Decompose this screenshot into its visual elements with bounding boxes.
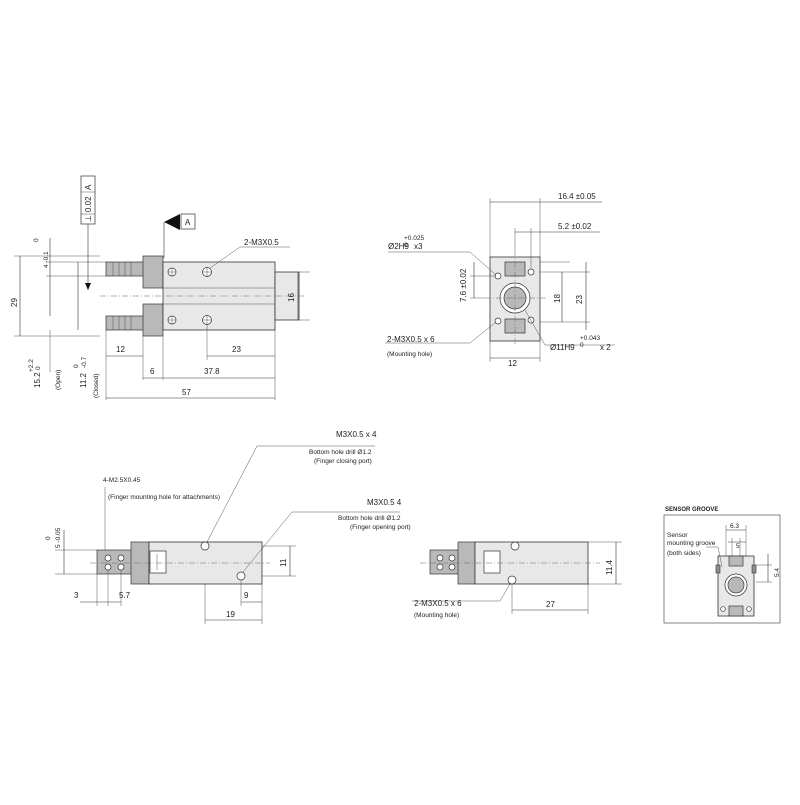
pin-tol: +0.025 [404,235,424,242]
closed-tol-lower: -0.7 [81,356,88,368]
mid-mount-hole [507,575,517,585]
upper-finger [105,261,147,277]
opening-drill: Bottom hole drill Ø1.2 [338,515,401,522]
opening-label: (Finger opening port) [350,524,411,531]
top-left-view: A ⊥ 0.02 A [10,175,310,400]
dim-18: 18 [553,294,562,303]
tolerance-datum: A [84,184,93,190]
perpendicular-symbol: ⊥ [84,215,93,222]
dim-16: 16 [287,293,296,302]
open-tol: +2.2 [28,359,35,372]
bottom-mid-view: 11.4 27 2-M3X0.5 x 6 (Mounting hole) [412,541,622,619]
datum-letter: A [185,218,191,227]
closing-port [200,541,210,551]
finger-thread: 4-M2.5X0.45 [103,477,141,484]
bore-tol-lower: 0 [580,342,584,349]
opening-port [236,571,246,581]
dim-57: 57 [182,388,191,397]
sensor-groove-panel: SENSOR GROOVE Sensor mounting groove (bo… [663,507,781,624]
upper-jaw [142,255,164,289]
mount-label: (Mounting hole) [387,351,432,358]
open-value: 15.2 [33,372,42,388]
dim-11-4: 11.4 [605,559,614,575]
closing-thread: M3X0.5 x 4 [336,430,377,439]
dim-5-2: 5.2 ±0.02 [558,222,592,231]
dim-12-end: 12 [508,359,517,368]
open-tol-lower: 0 [35,366,42,370]
dim-9: 9 [244,591,249,600]
dim-5: 5 [736,543,740,550]
dim-16-4: 16.4 ±0.05 [558,192,596,201]
dim-11: 11 [279,558,288,567]
sensor-title: SENSOR GROOVE [665,507,718,513]
sensor-label-3: (both sides) [667,550,701,557]
finger-bar [96,549,136,575]
open-label: (Open) [55,370,62,390]
tolerance-value: 0.02 [84,196,93,212]
datum-box [180,213,196,230]
side-tol-upper: 0 [45,536,52,540]
pin-tol-lower: 0 [404,242,408,249]
datum-triangle [164,214,180,230]
mount-thread: 2-M3X0.5 x 6 [387,335,435,344]
closed-tol: 0 [73,364,80,368]
dim-5-4: 5.4 [774,568,781,577]
sensor-frame [663,514,781,624]
dim-6: 6 [150,367,155,376]
tol-4: 4 -0.1 [43,251,50,268]
finger-label: (Finger mounting hole for attachments) [108,494,220,501]
mid-mount-label: (Mounting hole) [414,612,459,619]
top-right-view: 16.4 ±0.05 5.2 ±0.02 +0.025 0 Ø2H9 x3 7.… [385,192,615,368]
sensor-label-1: Sensor [667,532,688,539]
closing-label: (Finger closing port) [314,458,372,465]
dim-6-3: 6.3 [730,523,739,530]
dim-37-8: 37.8 [204,367,220,376]
lower-jaw [142,303,164,337]
dim-27: 27 [546,600,555,609]
bore-tol: +0.043 [580,335,600,342]
pin-hole: Ø2H9 [388,242,409,251]
bottom-left-view: M3X0.5 x 4 Bottom hole drill Ø1.2 (Finge… [45,430,411,624]
dim-3: 3 [74,591,79,600]
dim-23-end: 23 [575,295,584,304]
sensor-label-2: mounting groove [667,540,716,547]
dim-7-6: 7.6 ±0.02 [459,268,468,302]
side-tol-5: 5 -0.05 [55,527,62,548]
bore-qty: x 2 [600,343,611,352]
opening-thread: M3X0.5 4 [367,498,402,507]
tolerance-frame: ⊥ 0.02 A [80,175,96,225]
tol-upper: 0 [33,238,40,242]
thread-callout: 2-M3X0.5 [244,238,279,247]
closed-value: 11.2 [79,372,88,388]
dim-23: 23 [232,345,241,354]
mid-mount-thread: 2-M3X0.5 x 6 [414,599,462,608]
dim-29: 29 [10,298,19,307]
bore-dia: Ø11H9 [550,343,575,352]
closed-label: (Closed) [93,373,100,398]
dim-12: 12 [116,345,125,354]
lower-finger [105,315,147,331]
closing-drill: Bottom hole drill Ø1.2 [309,449,372,456]
pin-qty: x3 [414,242,423,251]
dim-5-7: 5.7 [119,591,131,600]
dim-19: 19 [226,610,235,619]
